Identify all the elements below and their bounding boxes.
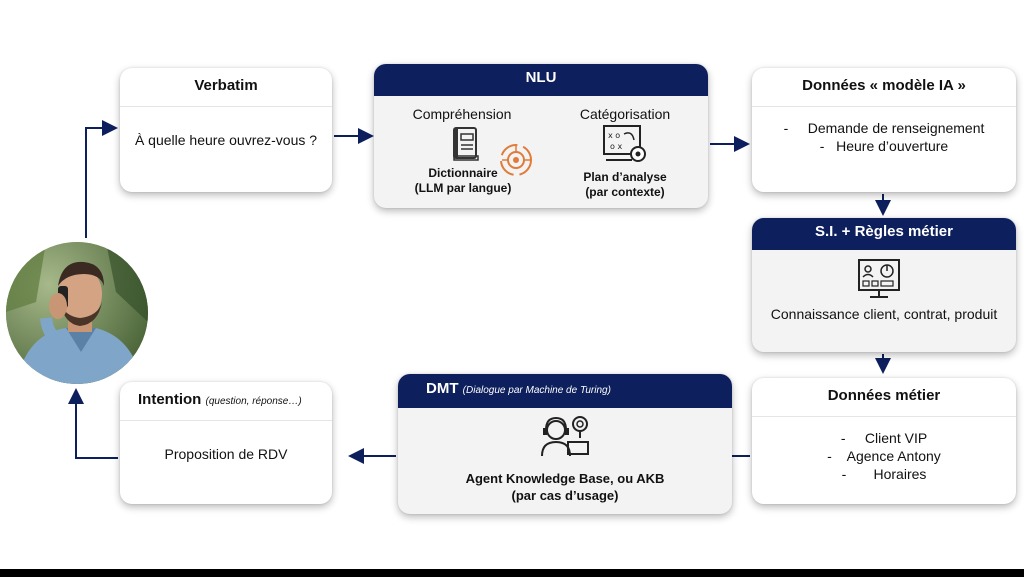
verbatim-box: Verbatim À quelle heure ouvrez-vous ? — [120, 68, 332, 192]
intention-text: Proposition de RDV — [164, 446, 288, 462]
intention-heading: Intention (question, réponse…) — [138, 391, 302, 408]
intention-subtitle: (question, réponse…) — [205, 396, 302, 407]
nlu-categorisation-heading: Catégorisation — [579, 106, 671, 122]
nlu-box: NLU Compréhension Catégorisation x o o x… — [374, 64, 708, 208]
donnees-ia-item-2: - Heure d’ouverture — [819, 138, 949, 154]
intention-box: Intention (question, réponse…) Propositi… — [120, 382, 332, 504]
donnees-metier-box: Données métier - Client VIP - Agence Ant… — [752, 378, 1016, 504]
ai-brain-icon — [500, 144, 532, 176]
si-header: S.I. + Règles métier — [752, 218, 1016, 250]
dashboard-monitor-icon — [858, 259, 900, 298]
donnees-metier-title: Données métier — [827, 387, 941, 404]
dmt-title: DMT — [426, 380, 459, 397]
donnees-metier-item-2: - Agence Antony — [827, 448, 941, 464]
bottom-edge-bar — [0, 569, 1024, 577]
arrow-intention-to-user — [68, 388, 118, 459]
dmt-akb-label: Agent Knowledge Base, ou AKB (par cas d’… — [465, 471, 665, 503]
nlu-comprehension-heading: Compréhension — [412, 106, 512, 122]
verbatim-text: À quelle heure ouvrez-vous ? — [134, 132, 318, 148]
book-icon — [453, 127, 479, 161]
strategy-board-icon: x o o x — [603, 125, 646, 162]
donnees-metier-item-1: - Client VIP — [840, 430, 928, 446]
donnees-ia-title: Données « modèle IA » — [802, 77, 966, 94]
donnees-metier-item-3: - Horaires — [841, 466, 927, 482]
nlu-dictionnaire-label: Dictionnaire (LLM par langue) — [414, 166, 512, 195]
dmt-subtitle: (Dialogue par Machine de Turing) — [462, 385, 611, 396]
si-box: S.I. + Règles métier Connaissance client… — [752, 218, 1016, 352]
donnees-ia-box: Données « modèle IA » - Demande de rense… — [752, 68, 1016, 192]
donnees-ia-item-1: - Demande de renseignement — [783, 120, 985, 136]
support-agent-icon — [541, 416, 589, 457]
si-text: Connaissance client, contrat, produit — [770, 306, 998, 322]
intention-title: Intention — [138, 391, 202, 408]
svg-text:o x: o x — [610, 142, 622, 151]
person-on-phone-photo — [6, 242, 148, 384]
dmt-header: DMT (Dialogue par Machine de Turing) — [398, 374, 732, 408]
dmt-box: DMT (Dialogue par Machine de Turing) Age… — [398, 374, 732, 514]
svg-text:x o: x o — [608, 131, 620, 140]
arrow-user-to-verbatim — [85, 120, 118, 238]
verbatim-title: Verbatim — [194, 77, 258, 94]
nlu-plan-analyse-label: Plan d’analyse (par contexte) — [583, 170, 667, 199]
nlu-header: NLU — [374, 64, 708, 96]
